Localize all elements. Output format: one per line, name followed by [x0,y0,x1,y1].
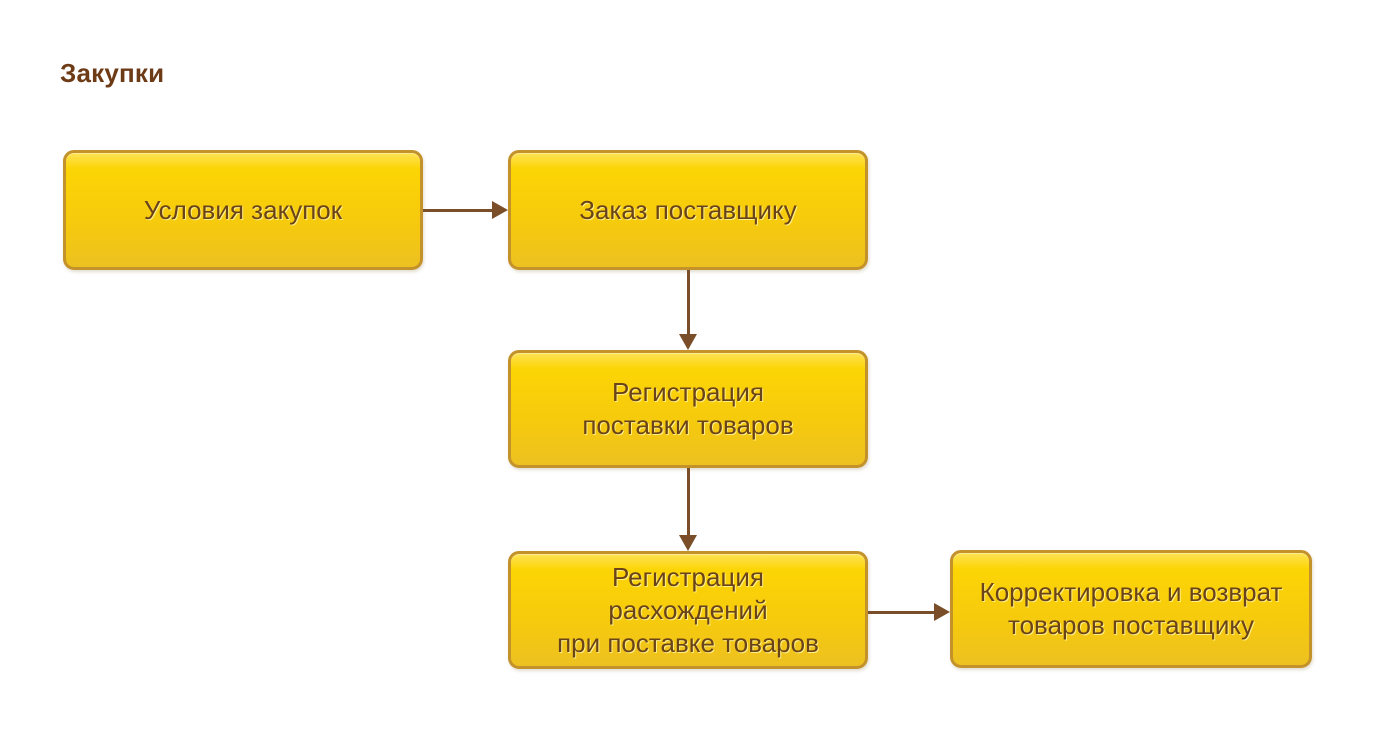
page-title: Закупки [60,58,165,88]
arrow-conditions-to-order-icon [423,201,508,219]
node-discrepancy-registration[interactable]: Регистрация расхождений при поставке тов… [508,551,868,669]
arrow-discrepancy-to-correction-icon [868,603,950,621]
arrow-shaft [686,468,690,537]
arrow-shaft [868,610,936,614]
node-supplier-order[interactable]: Заказ поставщику [508,150,868,270]
arrow-delivery-to-discrepancy-icon [679,468,697,551]
arrow-shaft [686,270,690,336]
node-correction-and-return[interactable]: Корректировка и возврат товаров поставщи… [950,550,1312,668]
arrow-order-to-delivery-icon [679,270,697,350]
arrow-head-down-icon [679,334,697,350]
arrow-head-right-icon [492,201,508,219]
arrow-head-down-icon [679,535,697,551]
arrow-head-right-icon [934,603,950,621]
arrow-shaft [423,208,494,212]
node-purchase-conditions[interactable]: Условия закупок [63,150,423,270]
node-goods-delivery-registration[interactable]: Регистрация поставки товаров [508,350,868,468]
